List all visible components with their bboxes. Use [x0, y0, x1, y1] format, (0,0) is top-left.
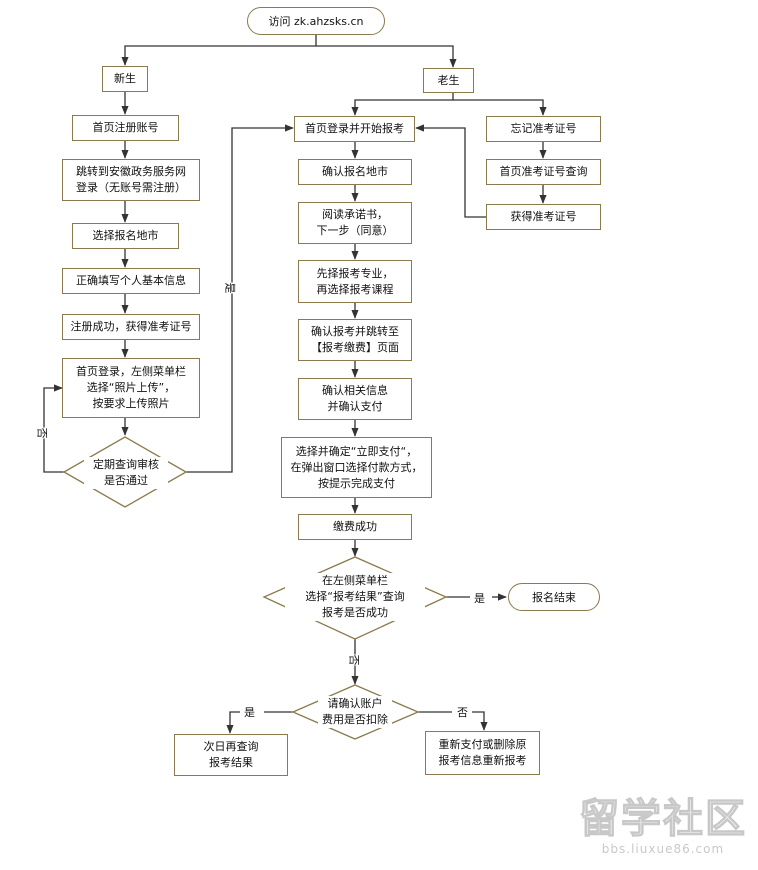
- branch-old-student: 老生: [423, 68, 474, 93]
- step-payment-success: 缴费成功: [298, 514, 412, 540]
- step-upload-photo: 首页登录，左侧菜单栏 选择“照片上传”， 按要求上传照片: [62, 358, 200, 418]
- step-login-start-apply: 首页登录并开始报考: [294, 116, 415, 142]
- review-yes-label: 是: [222, 282, 239, 294]
- step-fill-basic-info: 正确填写个人基本信息: [62, 268, 200, 294]
- branch-new-student: 新生: [102, 66, 148, 92]
- result-decision-text: 在左侧菜单栏 选择“报考结果”查询 报考是否成功: [285, 573, 425, 621]
- step-forgot-exam-number: 忘记准考证号: [486, 116, 601, 142]
- edge-old-forgot: [453, 99, 547, 116]
- review-no-label: 否: [34, 427, 51, 439]
- step-query-exam-number: 首页准考证号查询: [486, 159, 601, 185]
- step-query-next-day: 次日再查询 报考结果: [174, 734, 288, 776]
- end-node: 报名结束: [508, 583, 600, 611]
- deduct-yes-label: 是: [243, 704, 256, 720]
- edge-forgot-back: [415, 124, 486, 218]
- edge-start-new: [121, 34, 317, 66]
- watermark-text: 留学社区: [578, 795, 747, 842]
- step-choose-city: 选择报名地市: [72, 223, 179, 249]
- result-yes-label: 是: [473, 590, 486, 606]
- step-gov-portal-login: 跳转到安徽政务服务网 登录（无账号需注册）: [62, 159, 200, 201]
- result-no-label: 否: [346, 654, 363, 666]
- review-decision-text: 定期查询审核 是否通过: [84, 457, 168, 489]
- start-node: 访问 zk.ahzsks.cn: [247, 7, 385, 35]
- watermark-logo: 留学社区 bbs.liuxue86.com: [572, 795, 754, 866]
- step-register-account: 首页注册账号: [72, 115, 179, 141]
- step-confirm-city: 确认报名地市: [298, 159, 412, 185]
- step-choose-major-course: 先择报考专业， 再选择报考课程: [298, 260, 412, 303]
- deduct-decision-text: 请确认账户 费用是否扣除: [318, 696, 392, 728]
- step-obtain-exam-number: 获得准考证号: [486, 204, 601, 230]
- step-confirm-to-payment: 确认报考并跳转至 【报考缴费】页面: [298, 319, 412, 361]
- step-confirm-info-pay: 确认相关信息 并确认支付: [298, 378, 412, 420]
- step-repay-or-reapply: 重新支付或删除原 报考信息重新报考: [425, 731, 540, 775]
- watermark-url: bbs.liuxue86.com: [601, 842, 725, 856]
- deduct-no-label: 否: [456, 704, 469, 720]
- edge-review-yes: [186, 124, 294, 473]
- step-read-pledge: 阅读承诺书， 下一步（同意）: [298, 202, 412, 244]
- edge-start-old: [316, 45, 457, 68]
- edge-deduct-no-b: [472, 711, 488, 731]
- step-get-exam-number: 注册成功，获得准考证号: [62, 314, 200, 340]
- step-pay-now: 选择并确定“立即支付“， 在弹出窗口选择付款方式， 按提示完成支付: [281, 437, 432, 498]
- edge-deduct-yes-b: [226, 711, 240, 734]
- edge-old-login: [351, 92, 454, 116]
